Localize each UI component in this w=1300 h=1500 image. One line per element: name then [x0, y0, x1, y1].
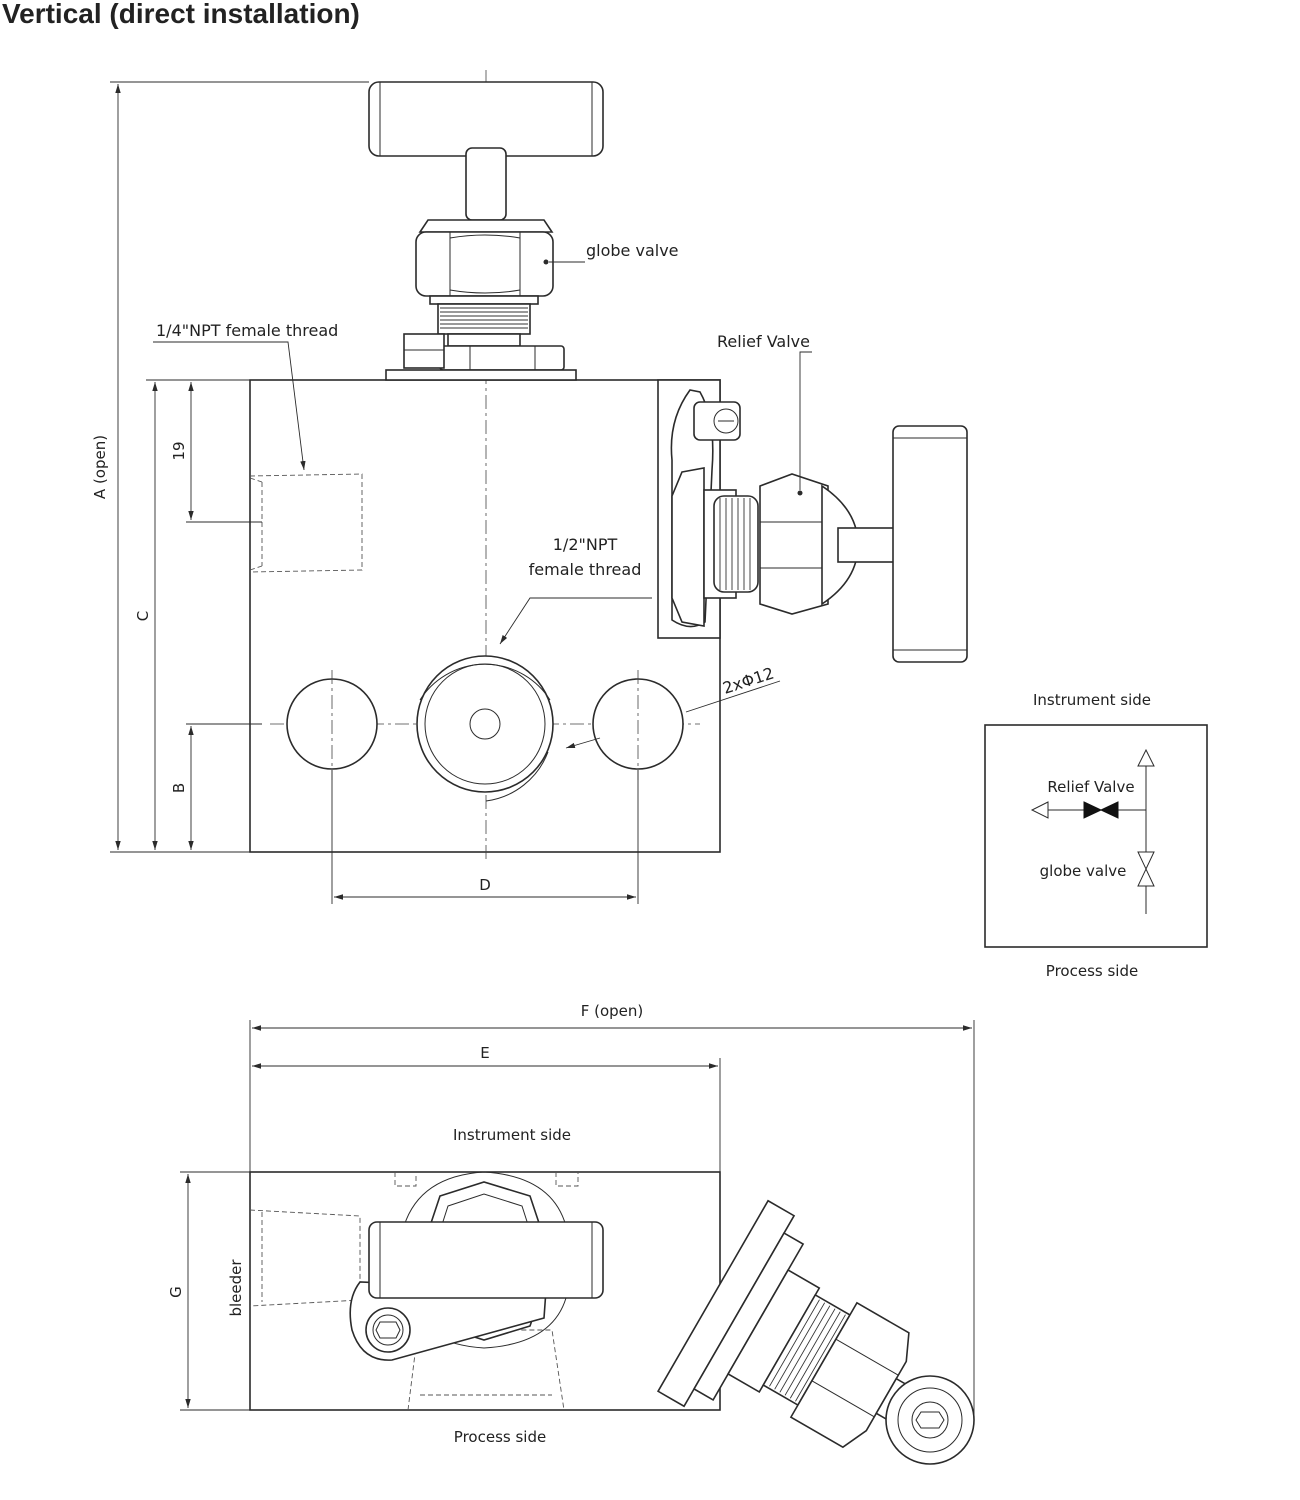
holes-label: 2xΦ12 [720, 663, 776, 697]
half-npt-label-1: 1/2"NPT [553, 535, 618, 554]
schematic-box [984, 724, 1208, 948]
dim-e-label: E [480, 1044, 489, 1062]
half-npt-label-2: female thread [529, 560, 642, 579]
top-view: F (open) E G Instrument side Process sid… [167, 1002, 975, 1465]
globe-valve-bonnet [385, 231, 577, 381]
schematic-arrow-up [1137, 748, 1155, 767]
schematic-relief-valve-label: Relief Valve [1047, 778, 1134, 796]
dim-a-label: A (open) [91, 435, 109, 499]
quarter-npt-label: 1/4"NPT female thread [156, 321, 338, 340]
dim-f-label: F (open) [581, 1002, 644, 1020]
bleeder-label: bleeder [227, 1259, 245, 1317]
schematic-relief-valve-symbol [1083, 801, 1119, 819]
top-instrument-side: Instrument side [453, 1126, 571, 1144]
top-handle [368, 1221, 604, 1299]
front-view: globe valve 1/4"NPT female thread Relief… [91, 70, 968, 904]
dim-19-label: 19 [170, 441, 188, 460]
top-relief-handle-end [885, 1375, 975, 1465]
dim-g-label: G [167, 1286, 185, 1298]
relief-valve-assembly [657, 379, 968, 663]
quarter-npt-port-hidden [249, 473, 363, 573]
half-npt-port [416, 655, 554, 793]
globe-valve-handle [368, 81, 604, 233]
schematic: Instrument side Process side Relief Valv… [984, 691, 1208, 980]
schematic-globe-valve-symbol [1137, 851, 1155, 887]
schematic-globe-valve-label: globe valve [1040, 862, 1127, 880]
dim-c-label: C [134, 611, 152, 621]
globe-valve-label: globe valve [586, 241, 679, 260]
relief-valve-label: Relief Valve [717, 332, 810, 351]
top-process-side: Process side [454, 1428, 546, 1446]
schematic-arrow-left [1030, 801, 1049, 819]
dim-b-label: B [170, 783, 188, 793]
page-title: Vertical (direct installation) [2, 0, 360, 29]
front-view-leaders [153, 259, 812, 749]
dim-d-label: D [479, 876, 491, 894]
front-view-dimensions [110, 81, 639, 904]
schematic-instrument-side: Instrument side [1033, 691, 1151, 709]
schematic-process-side: Process side [1046, 962, 1138, 980]
